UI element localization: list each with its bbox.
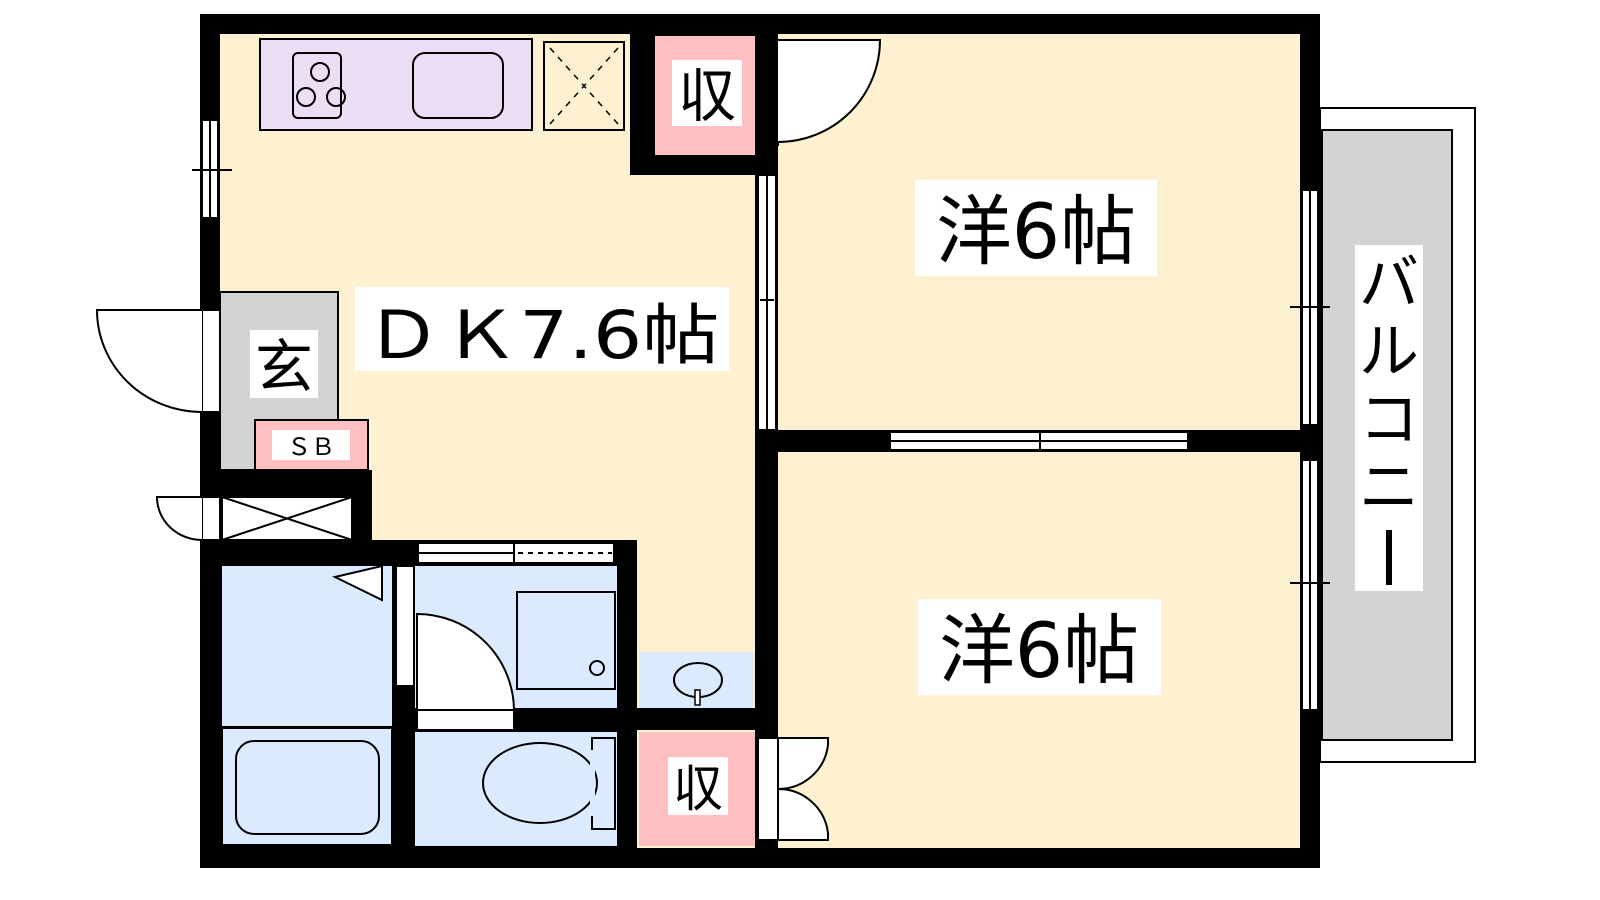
bathroom: [221, 564, 393, 846]
label-dk: ＤＫ7.6帖: [355, 287, 729, 374]
sink-icon: [412, 52, 504, 119]
balcony: [1319, 107, 1476, 763]
label-western-room-2: 洋6帖: [918, 599, 1161, 695]
label-entrance: 玄: [250, 330, 318, 401]
storage-box: [221, 496, 353, 541]
svg-text:収: 収: [673, 760, 723, 818]
washroom-door[interactable]: [416, 612, 516, 731]
svg-text:ル: ル: [1359, 317, 1419, 387]
svg-text:ＳＢ: ＳＢ: [287, 433, 335, 461]
label-shoe-box: ＳＢ: [272, 430, 350, 461]
window-bath: [417, 542, 615, 564]
svg-text:ニ: ニ: [1359, 453, 1419, 523]
svg-text:洋6帖: 洋6帖: [939, 606, 1139, 695]
label-western-room-1: 洋6帖: [915, 180, 1157, 276]
entrance-door[interactable]: [95, 309, 221, 413]
window-right-2: [1290, 459, 1330, 711]
label-balcony: バ ル コ ニ: [1355, 245, 1423, 591]
svg-text:コ: コ: [1359, 385, 1419, 455]
bathtub-icon: [235, 740, 380, 835]
label-closet-1: 収: [672, 60, 742, 130]
svg-text:収: 収: [678, 62, 736, 130]
svg-text:玄: 玄: [255, 333, 313, 401]
toilet-icon: [482, 742, 598, 824]
stove-icon: [292, 52, 342, 119]
window-right-1: [1290, 189, 1330, 426]
svg-text:ＤＫ7.6帖: ＤＫ7.6帖: [365, 297, 720, 374]
toilet-room: [415, 732, 617, 846]
label-closet-2: 収: [668, 757, 728, 818]
washing-machine-icon: [516, 591, 616, 690]
sliding-door-dk[interactable]: [757, 174, 777, 431]
small-door[interactable]: [155, 496, 221, 541]
sliding-door-rooms[interactable]: [889, 431, 1189, 451]
closet-bottom-door[interactable]: [757, 737, 829, 841]
kitchen-counter: [259, 38, 533, 131]
window-left: [192, 119, 232, 219]
bath-door[interactable]: [395, 565, 415, 687]
svg-text:バ: バ: [1359, 249, 1419, 319]
svg-text:洋6帖: 洋6帖: [936, 187, 1136, 276]
fridge-space: [543, 41, 625, 131]
vanity-sink: [639, 652, 754, 708]
